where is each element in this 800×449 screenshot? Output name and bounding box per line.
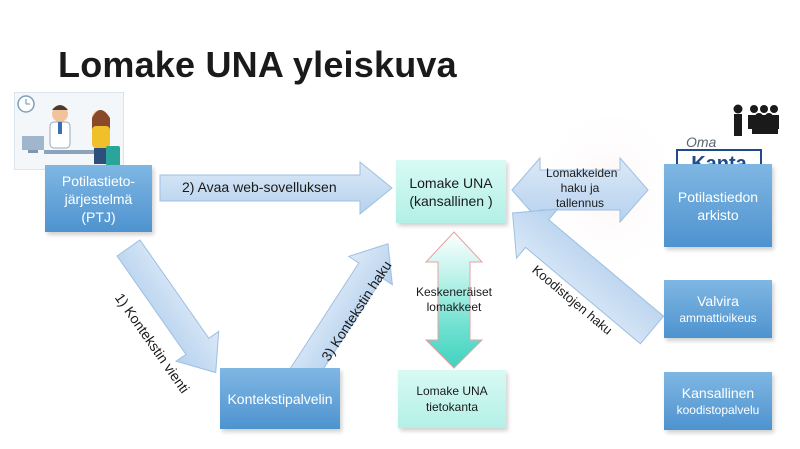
lomakkeiden-arrow-label: Lomakkeiden haku ja tallennus bbox=[546, 166, 618, 210]
kansallinen-koodistopalvelu-box: Kansallinen koodistopalvelu bbox=[664, 372, 772, 430]
arrow-vienti bbox=[116, 239, 220, 374]
kontekstipalvelin-label: Kontekstipalvelin bbox=[227, 390, 333, 407]
arrow-koodistojen bbox=[512, 208, 665, 345]
lomake-una-label: Lomake UNA (kansallinen ) bbox=[409, 174, 493, 209]
valvira-sublabel: ammattioikeus bbox=[679, 311, 757, 325]
oma-logo-text: Oma bbox=[686, 134, 717, 150]
avaa-arrow-label: 2) Avaa web-sovelluksen bbox=[182, 179, 337, 195]
potilastiedon-arkisto-label: Potilastiedon arkisto bbox=[677, 188, 759, 223]
kontekstipalvelin-box: Kontekstipalvelin bbox=[220, 368, 340, 429]
arrow-avaa bbox=[159, 160, 393, 216]
keskeneraiset-arrow-label: Keskeneräiset lomakkeet bbox=[415, 285, 493, 314]
kansallinen-label: Kansallinen bbox=[681, 385, 755, 401]
page-title: Lomake UNA yleiskuva bbox=[58, 44, 457, 85]
doctor-patient-illustration bbox=[14, 92, 124, 170]
tietokanta-label: Lomake UNA tietokanta bbox=[416, 384, 488, 414]
ptj-label: Potilastieto- järjestelmä (PTJ) bbox=[61, 172, 136, 225]
potilastiedon-arkisto-box: Potilastiedon arkisto bbox=[664, 164, 772, 247]
valvira-box: Valvira ammattioikeus bbox=[664, 280, 772, 338]
valvira-label: Valvira bbox=[697, 293, 739, 309]
ptj-box: Potilastieto- järjestelmä (PTJ) bbox=[45, 165, 152, 232]
tietokanta-box: Lomake UNA tietokanta bbox=[398, 370, 506, 428]
lomake-una-box: Lomake UNA (kansallinen ) bbox=[396, 160, 506, 223]
koodistopalvelu-label: koodistopalvelu bbox=[676, 403, 760, 417]
arrow-keskeneraiset bbox=[424, 231, 484, 369]
people-group-icon bbox=[733, 104, 779, 136]
